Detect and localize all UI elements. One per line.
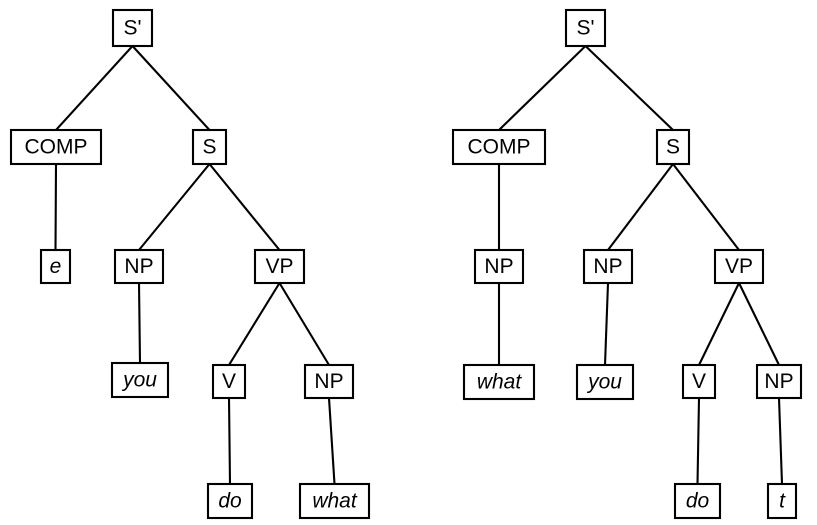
node-label: COMP — [468, 136, 531, 159]
tree-node-r-v[interactable]: V — [681, 363, 717, 400]
tree-node-l-do[interactable]: do — [206, 482, 254, 520]
node-label: VP — [725, 255, 753, 278]
tree-edge — [498, 45, 587, 131]
node-box — [206, 482, 254, 520]
node-label: NP — [593, 255, 622, 278]
tree-node-r-np2[interactable]: NP — [755, 363, 803, 400]
node-label: NP — [124, 255, 153, 278]
node-label: V — [692, 370, 706, 393]
node-box — [303, 363, 355, 400]
node-box — [766, 482, 798, 520]
node-box — [713, 248, 765, 285]
node-label: e — [50, 255, 62, 278]
node-box — [191, 128, 228, 166]
node-label: COMP — [25, 136, 88, 159]
node-box — [575, 363, 635, 401]
tree-node-l-np1[interactable]: NP — [113, 248, 165, 285]
tree-node-r-t[interactable]: t — [766, 482, 798, 520]
node-label: NP — [484, 255, 513, 278]
node-box — [462, 363, 536, 401]
node-label: V — [222, 370, 236, 393]
node-label: what — [312, 490, 358, 513]
node-label: S — [666, 136, 680, 159]
tree-node-l-vp[interactable]: VP — [253, 248, 306, 285]
tree-node-l-what[interactable]: what — [298, 482, 371, 520]
node-label: NP — [314, 370, 343, 393]
node-label: t — [779, 490, 786, 513]
tree-node-l-s[interactable]: S — [191, 128, 228, 166]
tree-edges-right-tree — [497, 45, 784, 485]
tree-edge — [327, 397, 336, 485]
tree-edge — [698, 282, 740, 366]
node-box — [473, 248, 525, 285]
tree-node-r-np1[interactable]: NP — [582, 248, 634, 285]
node-label: you — [586, 371, 622, 394]
tree-node-r-do[interactable]: do — [673, 482, 722, 520]
tree-node-r-vp[interactable]: VP — [713, 248, 765, 285]
tree-node-r-sbar[interactable]: S' — [564, 8, 607, 48]
node-box — [681, 363, 717, 400]
node-box — [111, 8, 154, 48]
node-label: do — [218, 490, 242, 513]
tree-edge — [131, 45, 211, 131]
node-box — [298, 482, 371, 520]
node-label: NP — [764, 370, 793, 393]
tree-node-r-comp[interactable]: COMP — [451, 128, 547, 166]
node-label: S' — [576, 17, 594, 40]
tree-node-r-what[interactable]: what — [462, 363, 536, 401]
tree-edge — [138, 163, 211, 251]
tree-node-l-v[interactable]: V — [211, 363, 247, 400]
node-box — [113, 248, 165, 285]
node-box — [655, 128, 691, 166]
node-label: S — [202, 136, 216, 159]
tree-edge — [738, 282, 780, 366]
node-label: do — [686, 490, 710, 513]
node-box — [451, 128, 547, 166]
node-box — [564, 8, 607, 48]
tree-edges-layer — [54, 45, 784, 485]
tree-node-l-sbar[interactable]: S' — [111, 8, 154, 48]
node-box — [9, 128, 103, 166]
tree-edge — [584, 45, 674, 131]
node-label: you — [121, 369, 157, 392]
tree-node-l-comp[interactable]: COMP — [9, 128, 103, 166]
node-box — [582, 248, 634, 285]
node-box — [211, 363, 247, 400]
node-label: what — [477, 371, 523, 394]
node-box — [755, 363, 803, 400]
tree-node-l-e[interactable]: e — [39, 248, 72, 285]
tree-edge — [278, 282, 330, 366]
tree-node-l-you[interactable]: you — [110, 361, 170, 399]
tree-edge — [137, 282, 142, 364]
tree-edge — [672, 163, 740, 251]
tree-edge — [696, 397, 701, 485]
tree-nodes-right-tree: S' COMP S NP NP VP what you V NP do t — [451, 8, 803, 520]
node-box — [253, 248, 306, 285]
tree-node-r-s[interactable]: S — [655, 128, 691, 166]
tree-node-r-np0[interactable]: NP — [473, 248, 525, 285]
tree-edges-left-tree — [54, 45, 336, 485]
tree-edge — [208, 163, 281, 251]
tree-node-l-np2[interactable]: NP — [303, 363, 355, 400]
tree-node-r-you[interactable]: you — [575, 363, 635, 401]
tree-edge — [777, 397, 784, 485]
node-box — [39, 248, 72, 285]
tree-edge — [55, 45, 134, 131]
node-box — [110, 361, 170, 399]
tree-edge — [228, 282, 281, 366]
tree-edge — [227, 397, 232, 485]
node-label: VP — [265, 255, 293, 278]
node-box — [673, 482, 722, 520]
tree-edge — [54, 163, 58, 251]
node-label: S' — [123, 17, 141, 40]
tree-edge — [607, 163, 674, 251]
tree-edge — [603, 282, 610, 366]
